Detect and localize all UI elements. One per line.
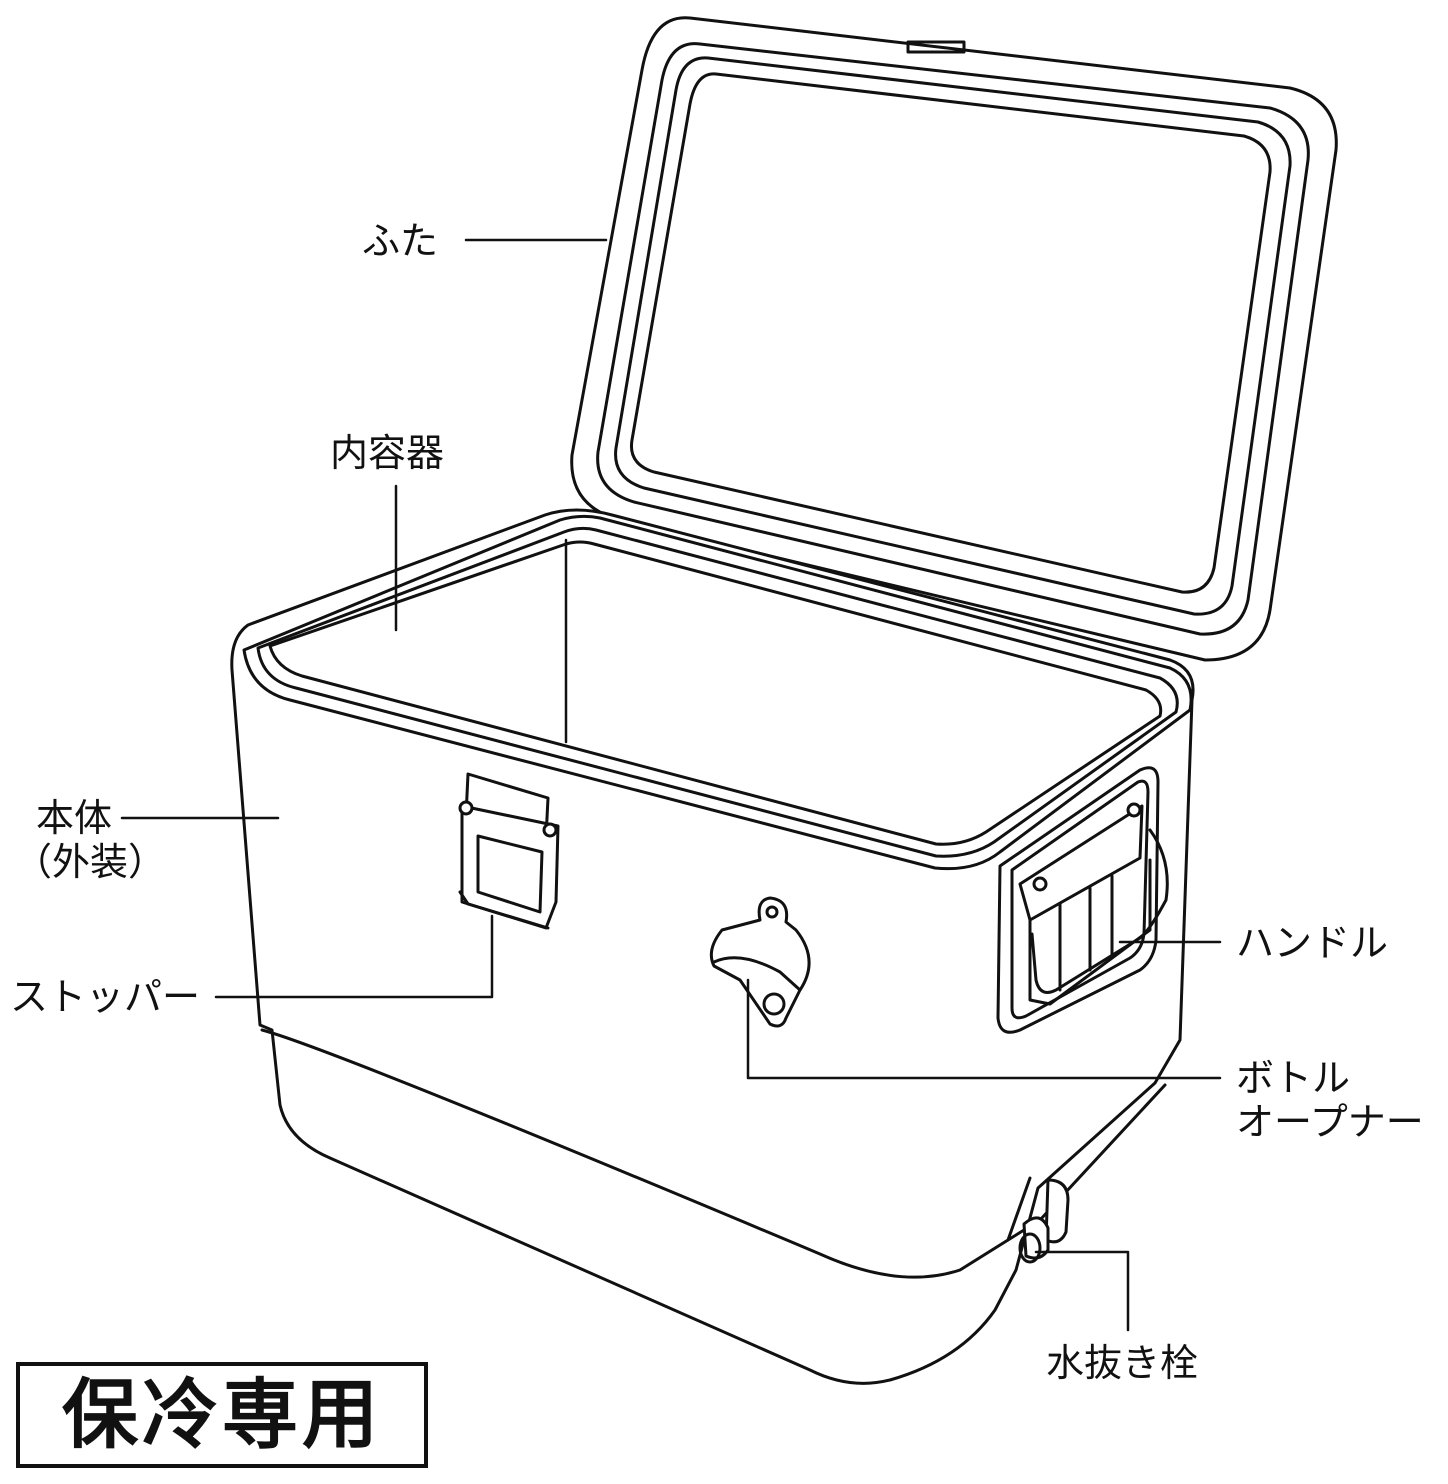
drain-plug-part (1018, 1178, 1070, 1264)
cold-only-badge: 保冷専用 (16, 1362, 428, 1468)
handle-part (996, 766, 1169, 1034)
leader-drain-plug (1034, 1250, 1130, 1332)
label-drain-plug: 水抜き栓 (1046, 1341, 1199, 1385)
leader-bottle-opener (746, 978, 1222, 1080)
label-lid: ふた (362, 219, 439, 263)
label-body-line1: 本体 (35, 796, 112, 840)
badge-text: 保冷専用 (62, 1370, 382, 1459)
lid-part (570, 16, 1338, 662)
label-body: 本体 （外装） (14, 796, 167, 884)
label-stopper: ストッパー (10, 975, 201, 1019)
leader-lines (120, 238, 1222, 1332)
bottle-opener-part (709, 896, 811, 1028)
label-bottle-opener-line2: オープナー (1236, 1100, 1424, 1144)
label-handle: ハンドル (1236, 921, 1389, 965)
label-body-line2: （外装） (14, 840, 167, 884)
label-inner-container: 内容器 (330, 431, 445, 475)
leader-stopper (214, 914, 494, 999)
label-bottle-opener: ボトル オープナー (1236, 1056, 1424, 1144)
label-bottle-opener-line1: ボトル (1236, 1056, 1351, 1100)
stopper-part (458, 772, 560, 930)
